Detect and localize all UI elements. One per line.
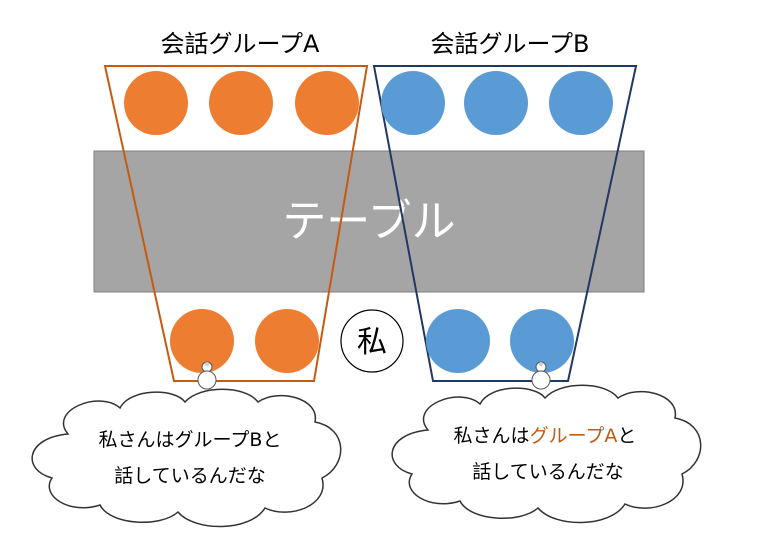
thinking-figure-icon — [531, 361, 551, 390]
thought-bubble-b: 私さんはグループAと 話しているんだな — [391, 384, 702, 524]
group-b-title: 会話グループB — [430, 30, 589, 58]
thinking-figure-icon — [197, 361, 217, 390]
seat-me — [340, 309, 404, 373]
seat-orange — [295, 71, 359, 135]
seat-blue — [464, 71, 528, 135]
group-a-outline — [103, 65, 369, 382]
seat-blue — [510, 309, 574, 373]
table — [93, 150, 645, 293]
bubble-b-line1: 私さんはグループAと — [454, 425, 637, 447]
seat-orange — [124, 71, 188, 135]
seat-blue — [426, 309, 490, 373]
thought-bubble-a: 私さんはグループBと 話しているんだな — [31, 388, 342, 528]
seat-blue — [549, 71, 613, 135]
group-a-title: 会話グループA — [161, 30, 321, 58]
bubble-b-line1-pre: 私さんは — [454, 425, 530, 447]
bubble-a-line2: 話しているんだな — [114, 465, 265, 487]
group-b-outline — [372, 65, 638, 382]
seat-blue — [381, 71, 445, 135]
seat-orange — [209, 71, 273, 135]
bubble-b-line2: 話しているんだな — [472, 461, 623, 483]
table-label: テーブル — [282, 196, 455, 247]
seat-orange — [170, 309, 234, 373]
bubble-b-line1-highlight: グループA — [530, 425, 618, 447]
bubble-b-line1-post: と — [617, 425, 636, 447]
seat-orange — [255, 309, 319, 373]
me-label: 私 — [357, 325, 387, 360]
bubble-a-line1: 私さんはグループBと — [99, 429, 282, 451]
